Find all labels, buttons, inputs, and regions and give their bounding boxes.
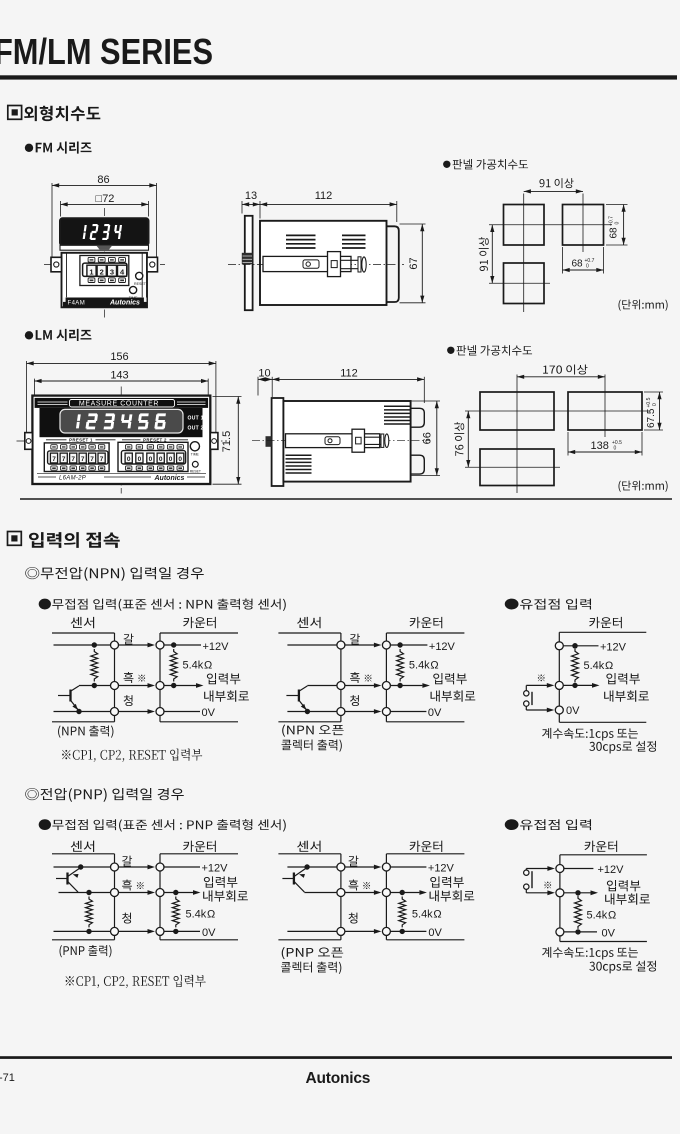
svg-text:Ω: Ω bbox=[608, 909, 616, 921]
svg-text:138: 138 bbox=[591, 440, 609, 452]
svg-text:+0.5: +0.5 bbox=[612, 440, 622, 446]
svg-text:0V: 0V bbox=[428, 927, 442, 939]
svg-text:+12V: +12V bbox=[429, 641, 456, 653]
svg-text:0: 0 bbox=[159, 456, 163, 463]
svg-text:+12V: +12V bbox=[202, 862, 229, 874]
svg-text:Ω: Ω bbox=[430, 660, 438, 672]
svg-text:67.5: 67.5 bbox=[646, 408, 657, 428]
svg-text:+0.7: +0.7 bbox=[585, 258, 595, 264]
svg-text:J-71: J-71 bbox=[0, 1072, 15, 1084]
svg-text:66: 66 bbox=[421, 432, 433, 444]
svg-text:+12V: +12V bbox=[598, 864, 625, 876]
svg-text:0: 0 bbox=[615, 222, 621, 225]
svg-text:Ω: Ω bbox=[204, 660, 212, 672]
svg-text:Autonics: Autonics bbox=[306, 1070, 371, 1087]
svg-text:0: 0 bbox=[614, 445, 617, 451]
svg-text:68: 68 bbox=[572, 259, 584, 270]
svg-text:0V: 0V bbox=[202, 707, 216, 719]
svg-text:2: 2 bbox=[100, 267, 104, 276]
svg-text:10: 10 bbox=[258, 367, 270, 379]
svg-text:7: 7 bbox=[62, 456, 66, 463]
svg-text:OUT 2: OUT 2 bbox=[188, 425, 204, 431]
svg-text:5.4k: 5.4k bbox=[584, 660, 605, 672]
svg-text:7: 7 bbox=[81, 456, 85, 463]
svg-text:0: 0 bbox=[178, 456, 182, 463]
svg-text:0V: 0V bbox=[566, 705, 580, 717]
svg-text:7: 7 bbox=[52, 456, 56, 463]
svg-text:0: 0 bbox=[652, 403, 658, 406]
svg-text:0V: 0V bbox=[202, 927, 216, 939]
svg-text:143: 143 bbox=[110, 369, 128, 381]
svg-text:+0.7: +0.7 bbox=[609, 216, 615, 226]
svg-text:5.4k: 5.4k bbox=[409, 660, 430, 672]
svg-text:0: 0 bbox=[586, 263, 589, 269]
svg-text:Ω: Ω bbox=[433, 908, 441, 920]
svg-text:5.4k: 5.4k bbox=[186, 908, 207, 920]
svg-text:86: 86 bbox=[97, 174, 109, 186]
svg-text:7: 7 bbox=[71, 456, 75, 463]
svg-text:Ω: Ω bbox=[605, 660, 613, 672]
svg-text:□72: □72 bbox=[96, 193, 115, 205]
svg-text:Autonics: Autonics bbox=[154, 475, 185, 482]
svg-text:FM/LM SERIES: FM/LM SERIES bbox=[0, 31, 213, 72]
svg-text:1: 1 bbox=[89, 267, 93, 276]
svg-text:112: 112 bbox=[340, 367, 358, 379]
svg-text:+0.5: +0.5 bbox=[646, 397, 652, 407]
svg-text:OUT 1: OUT 1 bbox=[188, 416, 204, 422]
svg-text:71.5: 71.5 bbox=[221, 431, 233, 452]
svg-text:L6AM-2P: L6AM-2P bbox=[59, 476, 86, 482]
svg-text:PRESET 2: PRESET 2 bbox=[143, 438, 167, 443]
svg-text:TIME: TIME bbox=[191, 452, 200, 456]
svg-text:0: 0 bbox=[169, 456, 173, 463]
svg-text:112: 112 bbox=[315, 190, 333, 202]
svg-text:13: 13 bbox=[245, 190, 257, 202]
svg-text:67: 67 bbox=[408, 257, 420, 269]
svg-text:5.4k: 5.4k bbox=[183, 660, 204, 672]
svg-text:0: 0 bbox=[138, 456, 142, 463]
svg-text:0: 0 bbox=[127, 456, 131, 463]
svg-text:7: 7 bbox=[90, 456, 94, 463]
svg-text:0V: 0V bbox=[602, 927, 616, 939]
svg-text:F4AM: F4AM bbox=[68, 300, 86, 306]
svg-text:RESET: RESET bbox=[190, 470, 201, 474]
svg-text:0: 0 bbox=[149, 456, 153, 463]
svg-text:4: 4 bbox=[120, 267, 125, 276]
svg-text:RESET: RESET bbox=[134, 282, 147, 286]
svg-text:5.4k: 5.4k bbox=[412, 908, 433, 920]
svg-text:5.4k: 5.4k bbox=[587, 909, 608, 921]
svg-text:156: 156 bbox=[110, 351, 128, 363]
svg-text:+12V: +12V bbox=[428, 862, 455, 874]
svg-text:PRESET 1: PRESET 1 bbox=[69, 438, 93, 443]
svg-text:7: 7 bbox=[100, 456, 104, 463]
svg-text:+12V: +12V bbox=[600, 641, 627, 653]
svg-text:Autonics: Autonics bbox=[109, 300, 140, 307]
svg-text:0V: 0V bbox=[428, 707, 442, 719]
svg-text:+12V: +12V bbox=[203, 641, 230, 653]
svg-text:68: 68 bbox=[609, 227, 620, 239]
svg-text:Ω: Ω bbox=[207, 908, 215, 920]
svg-text:3: 3 bbox=[110, 267, 114, 276]
svg-text:MEASURE COUNTER: MEASURE COUNTER bbox=[79, 401, 159, 408]
